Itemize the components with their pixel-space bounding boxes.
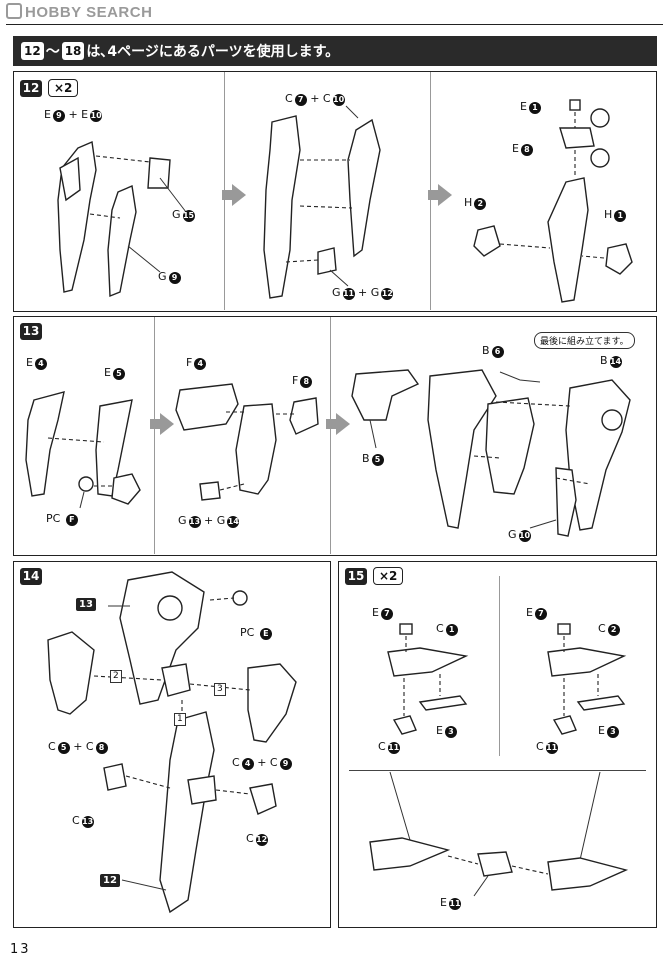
step14-number: 14 — [20, 568, 42, 585]
step13-arrow-2 — [326, 413, 350, 435]
header-rule — [6, 24, 663, 25]
step13-arrow-1 — [150, 413, 174, 435]
step13-divider-1 — [154, 317, 155, 554]
label-pc-e: PC E — [240, 626, 272, 640]
order-3: 3 — [214, 683, 226, 696]
watermark-text: HOBBY SEARCH — [25, 4, 153, 21]
hobby-search-logo-icon — [6, 3, 22, 19]
ref-step12: 12 — [100, 874, 120, 887]
step12-parts-middle — [263, 105, 381, 299]
step12-panel: 12 ×2 — [13, 71, 657, 312]
step12-parts-left — [57, 140, 187, 298]
step14-parts — [47, 571, 297, 914]
instruction-banner: 12 ～ 18 は､4ページにあるパーツを使用します。 — [13, 36, 657, 66]
step15-divider — [499, 576, 500, 756]
step13-parts-right — [351, 369, 631, 537]
step14-panel: 14 — [13, 561, 331, 928]
step13-panel: 13 最後に組み立てます。 — [13, 316, 657, 556]
step12-number: 12 — [20, 80, 42, 97]
step13-number: 13 — [20, 323, 42, 340]
watermark: HOBBY SEARCH — [6, 3, 152, 21]
step12-arrow-2 — [428, 184, 452, 206]
step13-parts-middle — [175, 383, 319, 501]
step12-multiplier: ×2 — [48, 79, 79, 97]
banner-text: は､4ページにあるパーツを使用します。 — [86, 44, 340, 60]
banner-range-start: 12 — [21, 42, 44, 60]
step15-bottom-rule — [349, 770, 646, 771]
page-number: 13 — [10, 942, 31, 957]
step15-panel: 15 ×2 — [338, 561, 657, 928]
ref-step13: 13 — [76, 598, 96, 611]
step12-parts-right — [473, 99, 633, 303]
step13-parts-left — [25, 391, 141, 509]
step15-parts — [369, 623, 629, 897]
step12-arrow-1 — [222, 184, 246, 206]
step13-callout: 最後に組み立てます。 — [534, 332, 635, 349]
order-1: 1 — [174, 713, 186, 726]
banner-range-sep: ～ — [45, 44, 60, 60]
step15-number: 15 — [345, 568, 367, 585]
label-pc-f: PC F — [46, 512, 78, 526]
banner-range-end: 18 — [61, 42, 85, 60]
order-2: 2 — [110, 670, 122, 683]
step15-multiplier: ×2 — [373, 567, 404, 585]
step13-divider-2 — [330, 317, 331, 554]
